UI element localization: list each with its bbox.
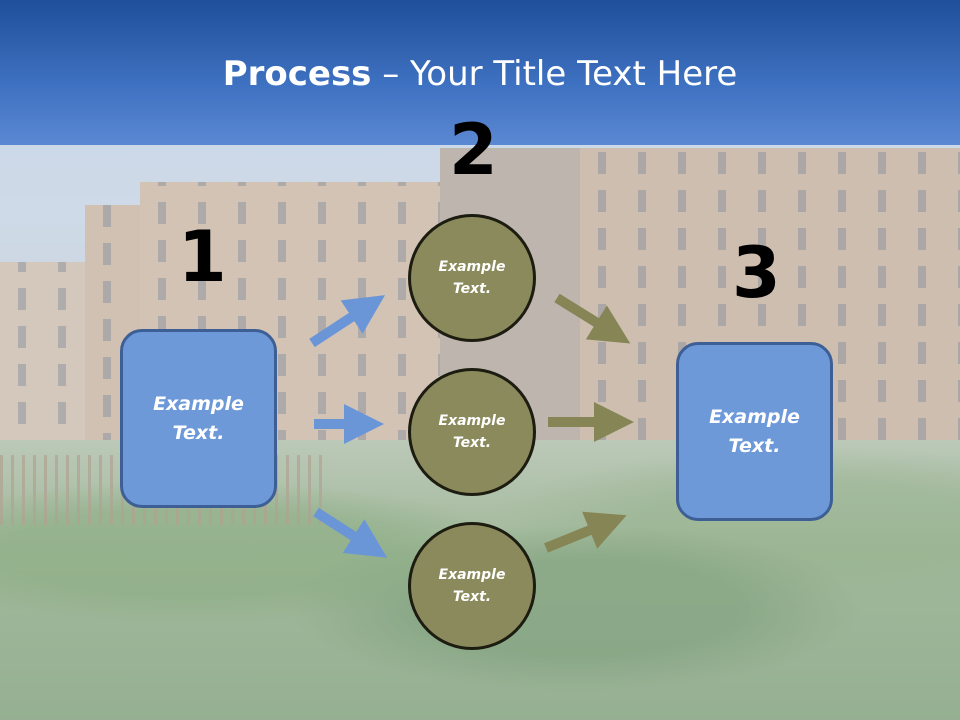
circle-1-line2: Text. — [452, 281, 492, 297]
title-rest: – Your Title Text Here — [371, 54, 738, 94]
left-box-line2: Text. — [172, 421, 225, 444]
left-box-line1: Example — [153, 393, 244, 415]
circle-1-line1: Example — [438, 258, 506, 275]
right-box-line2: Text. — [728, 434, 781, 457]
arrow-to-circle-3 — [313, 507, 388, 558]
step-number-2: 2 — [449, 109, 498, 191]
circle-2-line1: Example — [438, 412, 506, 429]
arrow-from-circle-1 — [554, 293, 631, 344]
right-box-line1: Example — [709, 406, 800, 428]
arrow-from-circle-3 — [544, 511, 627, 553]
title-bold: Process — [222, 54, 372, 94]
circle-3-line1: Example — [438, 566, 506, 583]
arrow-to-circle-1 — [309, 295, 386, 348]
slide-title: Process – Your Title Text Here — [0, 54, 960, 94]
step-number-3: 3 — [732, 232, 781, 314]
circle-2-line2: Text. — [452, 435, 492, 451]
building — [0, 262, 95, 462]
circle-3-line2: Text. — [452, 589, 492, 605]
title-bar — [0, 0, 960, 145]
step-number-1: 1 — [178, 216, 227, 298]
